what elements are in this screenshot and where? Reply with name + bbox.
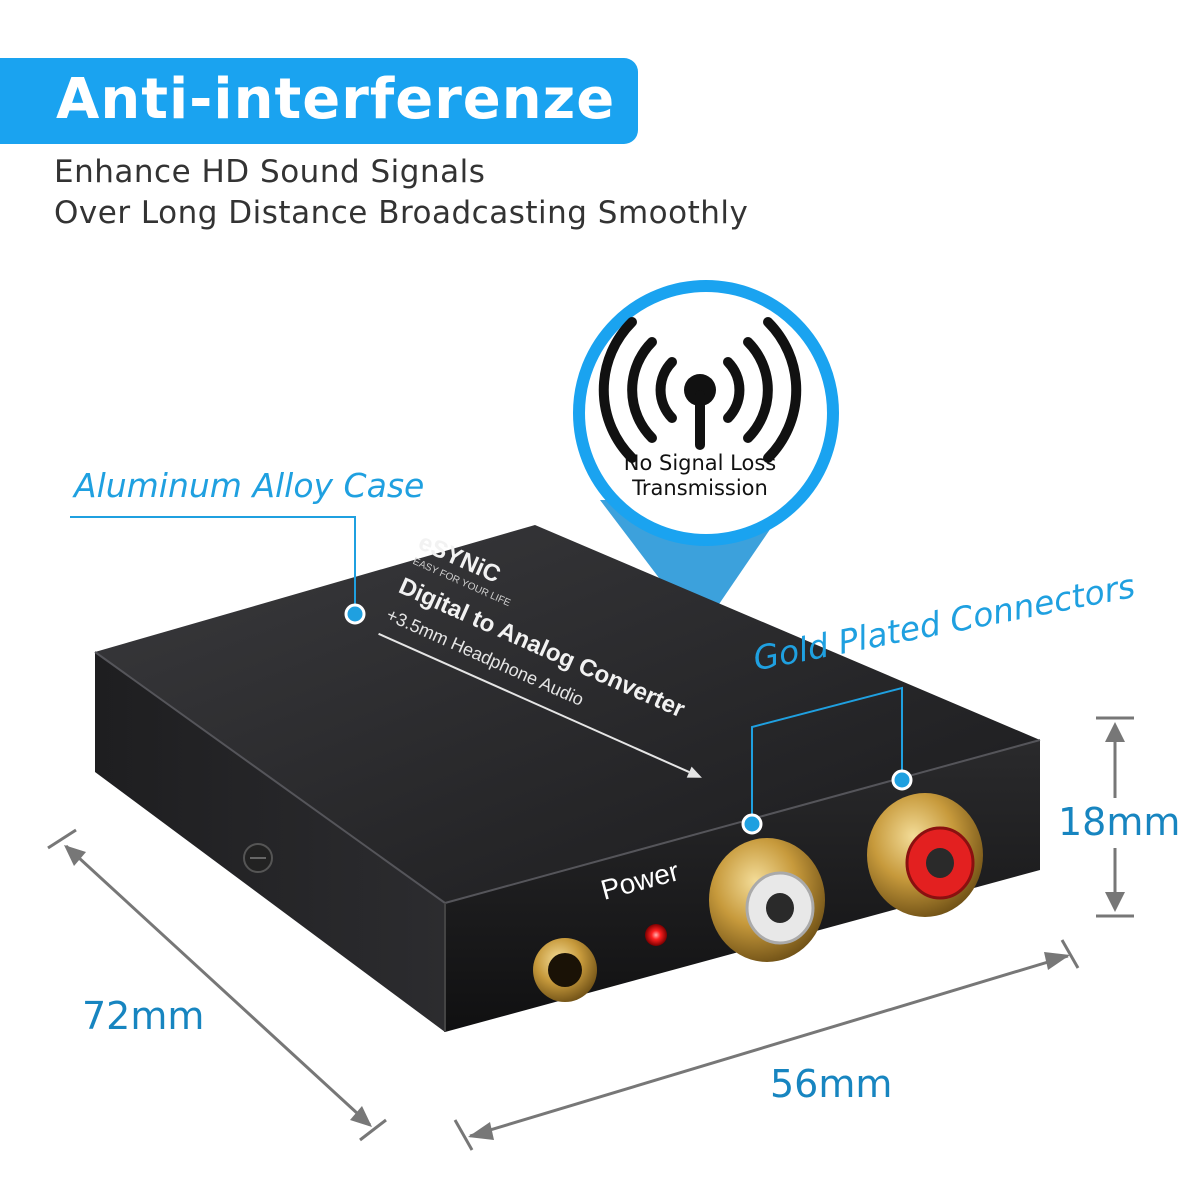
case-callout-dot bbox=[344, 603, 366, 625]
title-banner bbox=[0, 58, 638, 144]
output-left-label: L bbox=[757, 989, 779, 1022]
page-title: Anti-interferenze bbox=[56, 67, 616, 132]
width-dimension-label: 56mm bbox=[770, 1062, 893, 1106]
badge-line-2: Transmission bbox=[631, 476, 768, 500]
output-right-label: R bbox=[902, 949, 928, 983]
case-callout-leader bbox=[70, 516, 356, 612]
case-callout-label: Aluminum Alloy Case bbox=[74, 466, 425, 505]
height-dimension-arrow bbox=[1096, 716, 1134, 918]
signal-broadcast-icon bbox=[598, 317, 802, 463]
connectors-callout-leader bbox=[751, 686, 903, 822]
headphone-icon bbox=[542, 1024, 588, 1060]
width-dimension-arrow bbox=[453, 939, 1080, 1151]
side-screw bbox=[243, 843, 273, 873]
power-led bbox=[645, 924, 667, 946]
rca-right-connector bbox=[867, 793, 983, 917]
rca-left-connector bbox=[709, 838, 825, 962]
depth-dimension-arrow bbox=[47, 828, 387, 1142]
output-mid-label: Out bbox=[815, 967, 864, 1007]
headphone-jack bbox=[533, 938, 597, 1002]
device-top-face bbox=[95, 525, 1040, 903]
connector-right-dot bbox=[891, 769, 913, 791]
depth-dimension-label: 72mm bbox=[82, 994, 205, 1038]
output-label-group: L Out R bbox=[757, 949, 928, 1022]
subtitle-line-1: Enhance HD Sound Signals bbox=[54, 154, 486, 190]
subtitle-line-2: Over Long Distance Broadcasting Smoothly bbox=[54, 195, 749, 231]
connector-left-dot bbox=[741, 813, 763, 835]
device-side-face bbox=[95, 652, 445, 1032]
height-dimension-label: 18mm bbox=[1058, 800, 1181, 844]
no-signal-loss-badge: No Signal Loss Transmission bbox=[573, 280, 839, 546]
badge-line-1: No Signal Loss bbox=[624, 451, 776, 475]
